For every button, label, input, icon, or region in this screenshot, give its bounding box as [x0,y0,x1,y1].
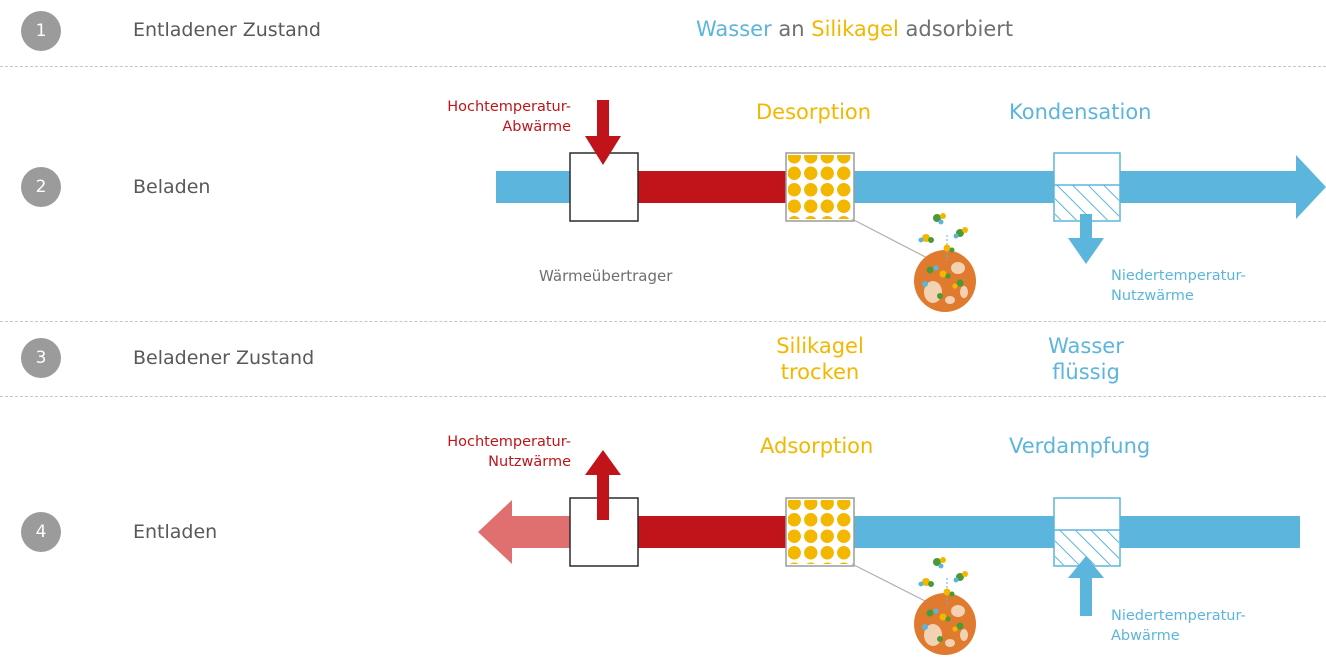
molecule-sphere-desorption [914,235,976,312]
separator-line [0,66,1326,67]
water-liquid-label: Wasser flüssig [1026,333,1146,385]
heat-input-arrow [585,100,621,165]
step-number-4: 4 [21,512,61,552]
condenser [1053,152,1121,222]
heat-exchanger-label: Wärmeübertrager [539,267,673,285]
step-label-1: Entladener Zustand [133,19,321,41]
red-pipe-bottom [638,516,788,548]
step-number-3: 3 [21,338,61,378]
desorption-label: Desorption [756,100,872,124]
light-red-pipe [510,516,572,548]
blue-pipe-middle [852,171,1054,203]
step-number-2: 2 [21,167,61,207]
heat-output-arrow-low [1068,214,1104,264]
heat-in-line2: Abwärme [502,119,571,135]
low-temp-input-label: Niedertemperatur- Abwärme [1111,606,1246,646]
water-molecules-flying [918,213,968,253]
out-line1: Niedertemperatur- [1111,268,1246,284]
red-pipe [638,171,788,203]
blue-pipe-right [1120,171,1298,203]
blue-pipe-middle-bottom [852,516,1054,548]
separator-line [0,396,1326,397]
silica-gel-bed [785,152,855,222]
out-line2: Nutzwärme [1111,288,1194,304]
step-label-3: Beladener Zustand [133,347,315,369]
molecule-sphere-adsorption [914,578,976,655]
condensation-label: Kondensation [1009,100,1152,124]
evaporator [1053,497,1121,567]
step-label-2: Beladen [133,176,211,198]
water-line1: Wasser [1048,334,1124,358]
adsorption-label: Adsorption [760,434,874,458]
zoom-line-bottom [851,563,936,607]
silica-dry-label: Silikagel trocken [760,333,880,385]
in-line2: Abwärme [1111,628,1180,644]
word-an: an [771,17,812,41]
step-label-4: Entladen [133,521,218,543]
separator-line [0,321,1326,322]
low-temp-output-label: Niedertemperatur- Nutzwärme [1111,266,1246,306]
heat-out-line2: Nutzwärme [488,454,571,470]
silica-line2: trocken [780,360,860,384]
blue-arrow-head-right [1296,155,1326,219]
word-water: Wasser [696,17,772,41]
heat-exchanger-box [569,152,639,222]
blue-pipe-right-bottom [1120,516,1300,548]
row1-caption: Wasser an Silikagel adsorbiert [696,17,1013,41]
in-line1: Niedertemperatur- [1111,608,1246,624]
light-red-arrow-head-left [478,500,512,564]
heat-in-label: Hochtemperatur- Abwärme [405,97,571,137]
blue-pipe-left [496,171,571,203]
heat-input-arrow-low [1068,556,1104,616]
water-line2: flüssig [1052,360,1120,384]
word-silica: Silikagel [811,17,899,41]
heat-output-arrow-high [585,450,621,520]
word-adsorbed: adsorbiert [898,17,1014,41]
heat-out-line1: Hochtemperatur- [447,434,571,450]
silica-gel-bed-bottom [785,497,855,567]
step-number-1: 1 [21,11,61,51]
heat-out-label: Hochtemperatur- Nutzwärme [405,432,571,472]
heat-in-line1: Hochtemperatur- [447,99,571,115]
water-molecules-flying-bottom [918,557,968,597]
zoom-line [851,218,936,263]
silica-line1: Silikagel [776,334,864,358]
evaporation-label: Verdampfung [1009,434,1151,458]
